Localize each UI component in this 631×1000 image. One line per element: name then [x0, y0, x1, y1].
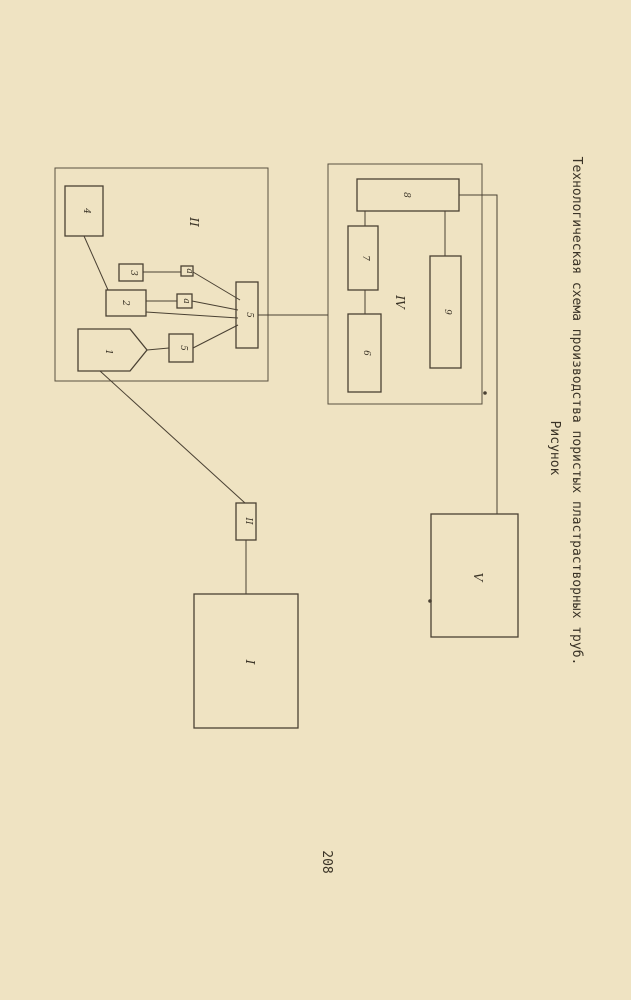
- wire-sensor1-5: [192, 271, 241, 301]
- sensor-box-1: [180, 265, 194, 277]
- wire-2-5: [145, 311, 239, 319]
- block-9-label: 9: [442, 309, 452, 315]
- block-7: [347, 225, 379, 291]
- caption-text: Технологическая схема производства порис…: [569, 157, 584, 666]
- section-III-label: II: [243, 516, 253, 525]
- block-8-label: 8: [401, 192, 411, 198]
- section-IV-frame: [327, 163, 483, 405]
- block-1-label: 1: [103, 349, 113, 355]
- block-3-label: 3: [128, 270, 138, 276]
- block-5-small-label: 5: [178, 345, 188, 351]
- sensor-box-2-label: a: [181, 298, 191, 303]
- ink-dot-2: [428, 599, 432, 603]
- wire-1-III: [99, 370, 246, 504]
- block-6-label: 6: [361, 350, 371, 356]
- section-I-label: I: [243, 659, 257, 665]
- section-II-frame: [54, 167, 269, 382]
- section-II-label: II: [187, 216, 201, 227]
- page-number: 208: [319, 850, 334, 873]
- wire-sensor2-5: [191, 300, 239, 311]
- section-V-box: [430, 513, 519, 638]
- section-IV-label: IV: [393, 294, 407, 310]
- section-V-label: V: [471, 573, 485, 583]
- block-4-label: 4: [81, 207, 91, 214]
- wire-8-V: [459, 194, 498, 514]
- block-1: [77, 328, 148, 372]
- caption-title: Рисунок: [547, 421, 562, 476]
- ink-dot: [483, 391, 487, 395]
- block-5-main-label: 5: [244, 312, 254, 318]
- wire-4-2: [83, 235, 109, 291]
- block-2-label: 2: [120, 299, 130, 306]
- wire-1-5: [146, 347, 170, 351]
- block-7-label: 7: [360, 255, 370, 261]
- block-2: [105, 289, 147, 317]
- section-I-box: [193, 593, 299, 729]
- wire-5small-5: [192, 324, 239, 349]
- sensor-box-1-label: a: [184, 268, 194, 273]
